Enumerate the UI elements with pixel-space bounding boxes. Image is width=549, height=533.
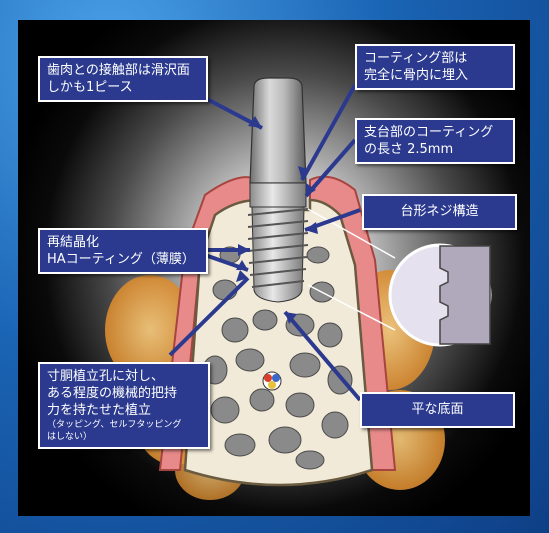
label-coating-length-line2: の長さ 2.5mm xyxy=(364,141,506,158)
label-recrystallized-line1: 再結晶化 xyxy=(47,234,199,251)
label-mechanical-hold-note1: （タッピング、セルフタッピング xyxy=(47,419,201,431)
label-mechanical-hold-line1: 寸胴植立孔に対し、 xyxy=(47,368,201,385)
label-flat-bottom: 平な底面 xyxy=(360,392,515,428)
label-coating-length-line1: 支台部のコーティング xyxy=(364,124,506,141)
label-mechanical-hold: 寸胴植立孔に対し、 ある程度の機械的把持 力を持たせた植立 （タッピング、セルフ… xyxy=(38,362,210,449)
label-coating-buried-line1: コーティング部は xyxy=(364,50,506,67)
label-coating-buried: コーティング部は 完全に骨内に埋入 xyxy=(355,44,515,90)
label-gum-contact-line1: 歯肉との接触部は滑沢面 xyxy=(47,62,199,79)
label-trapezoid-thread: 台形ネジ構造 xyxy=(362,194,517,230)
label-mechanical-hold-line2: ある程度の機械的把持 xyxy=(47,385,201,402)
label-mechanical-hold-line3: 力を持たせた植立 xyxy=(47,402,201,419)
label-recrystallized-line2: HAコーティング（薄膜） xyxy=(47,251,199,268)
blood-vessel-icon xyxy=(263,372,281,390)
implant xyxy=(248,78,308,302)
label-gum-contact: 歯肉との接触部は滑沢面 しかも1ピース xyxy=(38,56,208,102)
label-coating-buried-line2: 完全に骨内に埋入 xyxy=(364,67,506,84)
label-coating-length: 支台部のコーティング の長さ 2.5mm xyxy=(355,118,515,164)
label-gum-contact-line2: しかも1ピース xyxy=(47,79,199,96)
label-recrystallized: 再結晶化 HAコーティング（薄膜） xyxy=(38,228,208,274)
label-mechanical-hold-note2: はしない） xyxy=(47,431,201,443)
